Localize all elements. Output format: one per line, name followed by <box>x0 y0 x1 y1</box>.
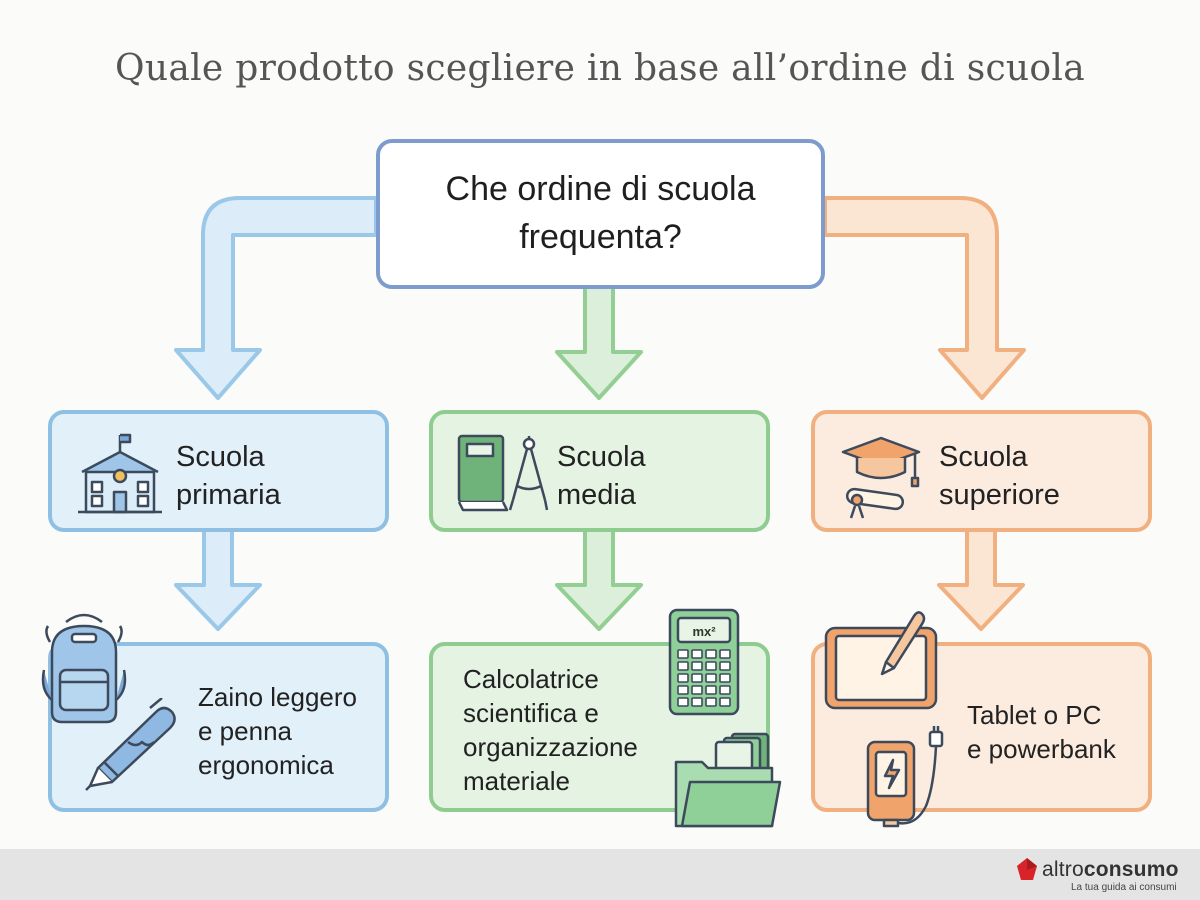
level-box-primaria: Scuola primaria <box>48 410 389 532</box>
brand-name-bold: consumo <box>1083 858 1179 881</box>
level-label-superiore: Scuola superiore <box>939 441 1060 511</box>
graduation-cap-diploma-icon <box>841 436 921 519</box>
product-label-primaria: Zaino leggero e penna ergonomica <box>198 682 357 780</box>
arrow-to-superiore <box>823 196 1026 400</box>
calculator-display-text: mx² <box>692 624 716 639</box>
question-text: Che ordine di scuola frequenta? <box>445 170 756 256</box>
arrow-primaria-product <box>174 532 262 631</box>
footer-bar <box>0 849 1200 900</box>
brand-tagline: La tua guida ai consumi <box>1071 882 1177 893</box>
tablet-stylus-icon <box>824 611 938 710</box>
altroconsumo-logo-icon <box>1017 858 1037 880</box>
powerbank-icon <box>866 726 944 828</box>
arrow-media-product <box>555 532 643 631</box>
brand-name: altroconsumo <box>1042 858 1179 882</box>
school-building-icon <box>78 433 162 514</box>
backpack-icon <box>41 613 127 724</box>
brand-name-light: altro <box>1042 858 1084 881</box>
calculator-icon: mx² <box>668 608 740 716</box>
page-title: Quale prodotto scegliere in base all’ord… <box>115 48 1085 89</box>
level-box-media: Scuola media <box>429 410 770 532</box>
level-label-media: Scuola media <box>557 441 646 511</box>
level-box-superiore: Scuola superiore <box>811 410 1152 532</box>
product-label-media: Calcolatrice scientifica e organizzazion… <box>463 664 638 796</box>
question-box: Che ordine di scuola frequenta? <box>376 139 825 289</box>
pen-icon <box>85 698 176 791</box>
level-label-primaria: Scuola primaria <box>176 441 281 511</box>
arrow-superiore-product <box>937 532 1025 631</box>
book-compass-icon <box>457 434 549 512</box>
arrow-to-media <box>555 289 643 400</box>
folder-icon <box>674 732 782 828</box>
arrow-to-primaria <box>174 196 378 400</box>
product-label-superiore: Tablet o PC e powerbank <box>967 700 1116 764</box>
